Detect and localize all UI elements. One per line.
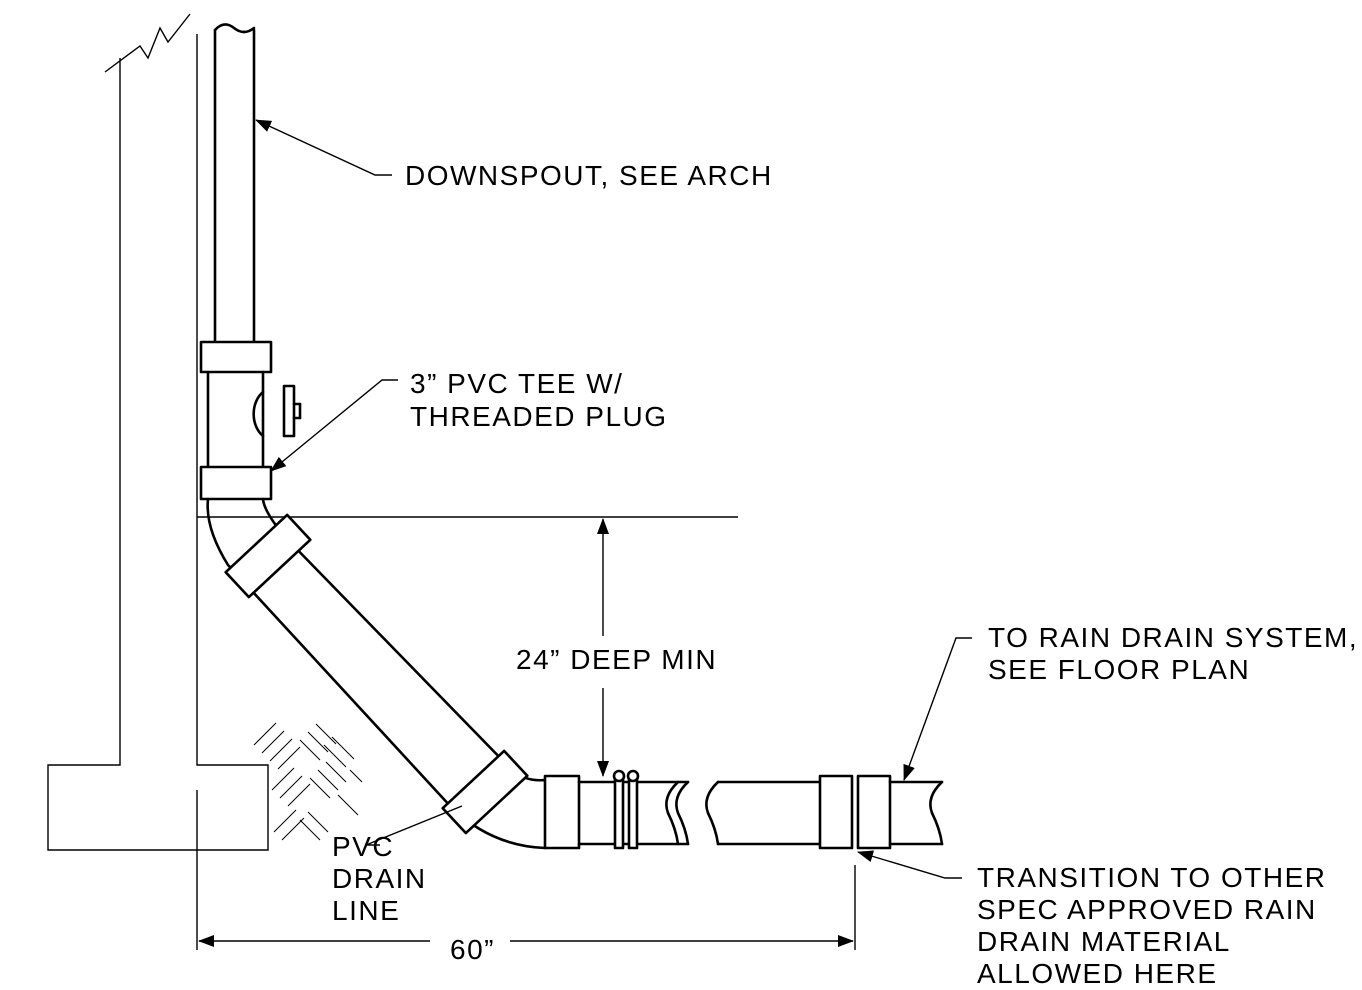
pvc-tee	[199, 340, 302, 501]
downspout-label: DOWNSPOUT, SEE ARCH	[405, 160, 773, 191]
foundation-wall	[47, 13, 269, 851]
pvc-drain-label-line3: LINE	[332, 895, 400, 926]
rain-drain-label-line2: SEE FLOOR PLAN	[988, 654, 1250, 685]
depth-label: 24” DEEP MIN	[516, 644, 717, 675]
width-label: 60”	[450, 934, 495, 965]
horizontal-drain-left	[543, 769, 690, 850]
tee-label-line1: 3” PVC TEE W/	[410, 368, 623, 399]
tee-label: 3” PVC TEE W/ THREADED PLUG	[410, 368, 668, 432]
downspout-pipe	[213, 23, 256, 344]
rain-drain-label: TO RAIN DRAIN SYSTEM, SEE FLOOR PLAN	[988, 622, 1358, 685]
transition-label-line4: ALLOWED HERE	[977, 958, 1218, 989]
transition-label-line1: TRANSITION TO OTHER	[977, 862, 1327, 893]
pvc-drain-line	[206, 497, 547, 850]
soil-hatch	[253, 722, 363, 841]
tee-label-line2: THREADED PLUG	[410, 401, 668, 432]
transition-label-line2: SPEC APPROVED RAIN	[977, 894, 1317, 925]
transition-label-line3: DRAIN MATERIAL	[977, 926, 1231, 957]
horizontal-drain-right	[705, 774, 944, 850]
leader-lines	[255, 119, 972, 879]
pvc-drain-label-line2: DRAIN	[332, 863, 427, 894]
width-dimension	[196, 790, 856, 950]
pvc-drain-label: PVC DRAIN LINE	[332, 831, 427, 926]
transition-label: TRANSITION TO OTHER SPEC APPROVED RAIN D…	[977, 862, 1327, 989]
rain-drain-label-line1: TO RAIN DRAIN SYSTEM,	[988, 622, 1358, 653]
pvc-drain-label-line1: PVC	[332, 831, 394, 862]
